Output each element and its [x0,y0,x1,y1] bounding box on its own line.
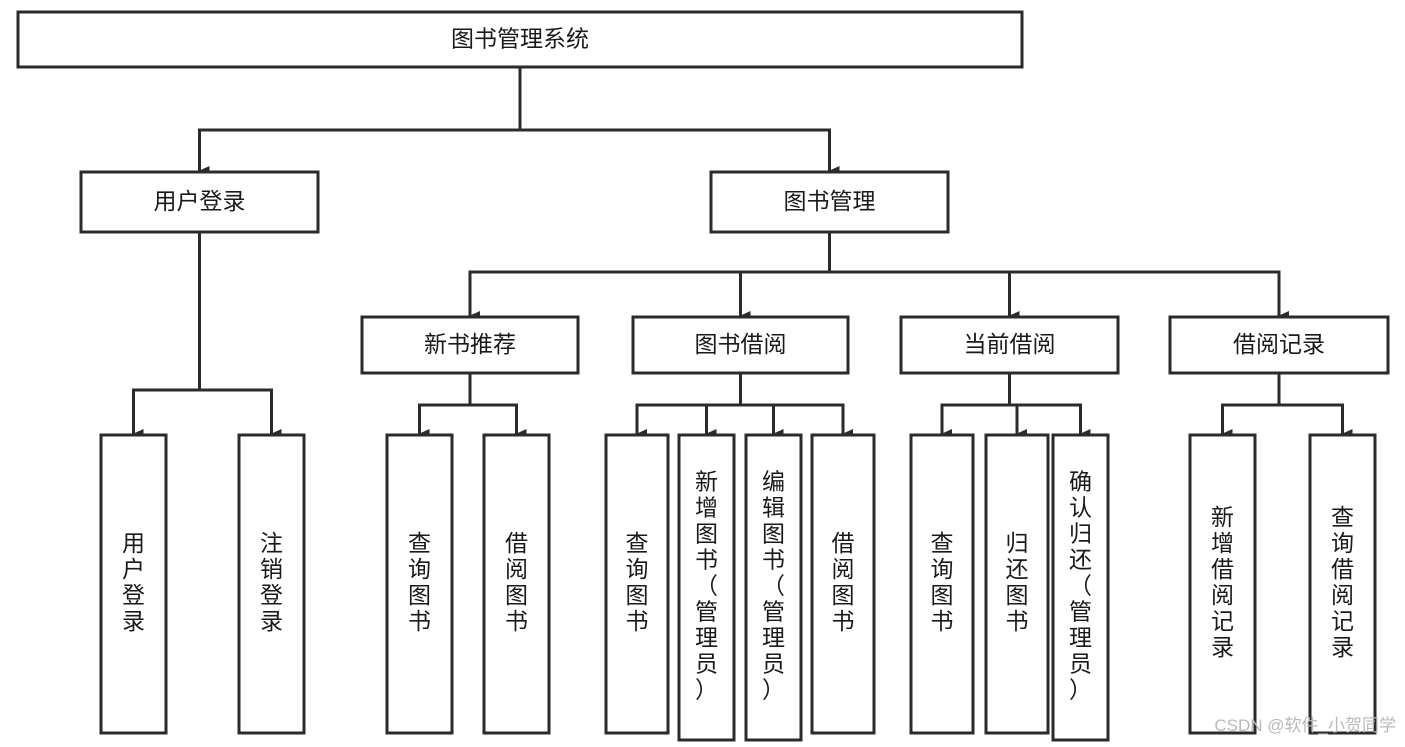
node-label-new-book-recommend: 新书推荐 [424,331,516,357]
node-current-borrow[interactable]: 当前借阅 [899,315,1120,375]
node-box-leaf-query-book-3 [909,433,975,735]
node-label-leaf-edit-book: 编辑图书（管理员） [762,469,785,703]
nodes-layer: 图书管理系统用户登录图书管理新书推荐图书借阅当前借阅借阅记录用户登录注销登录查询… [16,10,1390,742]
node-box-leaf-edit-book [744,433,803,742]
node-box-current-borrow [899,315,1120,375]
node-box-book-management [709,170,950,234]
node-box-new-book-recommend [360,315,580,375]
node-box-leaf-add-record [1188,433,1257,735]
node-label-leaf-query-book-1: 查询图书 [408,530,431,634]
node-leaf-add-record[interactable]: 新增借阅记录 [1188,433,1257,735]
node-box-leaf-query-record [1308,433,1377,735]
node-label-leaf-borrow-book-1: 借阅图书 [505,530,528,634]
node-leaf-borrow-book-1[interactable]: 借阅图书 [482,433,551,735]
node-label-book-management: 图书管理 [784,188,876,214]
node-label-leaf-confirm-return: 确认归还（管理员） [1069,469,1092,703]
node-box-book-borrow [631,315,850,375]
node-box-borrow-record [1168,315,1390,375]
node-leaf-query-book-1[interactable]: 查询图书 [385,433,454,735]
node-label-root: 图书管理系统 [451,26,589,52]
node-user-login[interactable]: 用户登录 [79,170,320,234]
node-label-leaf-return-book: 归还图书 [1006,530,1029,634]
node-box-leaf-user-login [99,433,168,735]
node-box-leaf-borrow-book-1 [482,433,551,735]
connectors-layer [132,65,1353,439]
node-label-book-borrow: 图书借阅 [695,331,787,357]
node-root[interactable]: 图书管理系统 [16,10,1024,69]
node-leaf-return-book[interactable]: 归还图书 [984,433,1050,735]
csdn-watermark: CSDN @软件_小贺同学 [1214,716,1396,735]
node-leaf-user-login[interactable]: 用户登录 [99,433,168,735]
node-leaf-query-book-2[interactable]: 查询图书 [604,433,670,735]
node-leaf-edit-book[interactable]: 编辑图书（管理员） [744,433,803,742]
node-label-leaf-borrow-book-2: 借阅图书 [832,530,855,634]
node-label-leaf-query-book-3: 查询图书 [931,530,954,634]
node-leaf-query-book-3[interactable]: 查询图书 [909,433,975,735]
node-label-leaf-query-record: 查询借阅记录 [1331,504,1354,660]
node-leaf-query-record[interactable]: 查询借阅记录 [1308,433,1377,735]
node-label-current-borrow: 当前借阅 [964,331,1056,357]
node-box-leaf-query-book-2 [604,433,670,735]
node-new-book-recommend[interactable]: 新书推荐 [360,315,580,375]
node-label-leaf-user-login: 用户登录 [122,530,145,634]
node-leaf-confirm-return[interactable]: 确认归还（管理员） [1051,433,1110,742]
node-label-leaf-logout: 注销登录 [260,530,283,634]
node-box-leaf-confirm-return [1051,433,1110,742]
node-label-user-login: 用户登录 [154,188,246,214]
node-box-leaf-add-book [677,433,736,742]
node-label-leaf-query-book-2: 查询图书 [626,530,649,634]
node-box-leaf-borrow-book-2 [810,433,876,735]
node-box-root [16,10,1024,69]
node-borrow-record[interactable]: 借阅记录 [1168,315,1390,375]
node-book-management[interactable]: 图书管理 [709,170,950,234]
node-box-leaf-logout [237,433,306,735]
node-box-leaf-return-book [984,433,1050,735]
node-box-leaf-query-book-1 [385,433,454,735]
node-label-leaf-add-record: 新增借阅记录 [1211,504,1234,660]
node-leaf-borrow-book-2[interactable]: 借阅图书 [810,433,876,735]
node-box-user-login [79,170,320,234]
node-label-borrow-record: 借阅记录 [1233,331,1325,357]
node-book-borrow[interactable]: 图书借阅 [631,315,850,375]
node-label-leaf-add-book: 新增图书（管理员） [695,469,718,703]
node-leaf-add-book[interactable]: 新增图书（管理员） [677,433,736,742]
node-leaf-logout[interactable]: 注销登录 [237,433,306,735]
